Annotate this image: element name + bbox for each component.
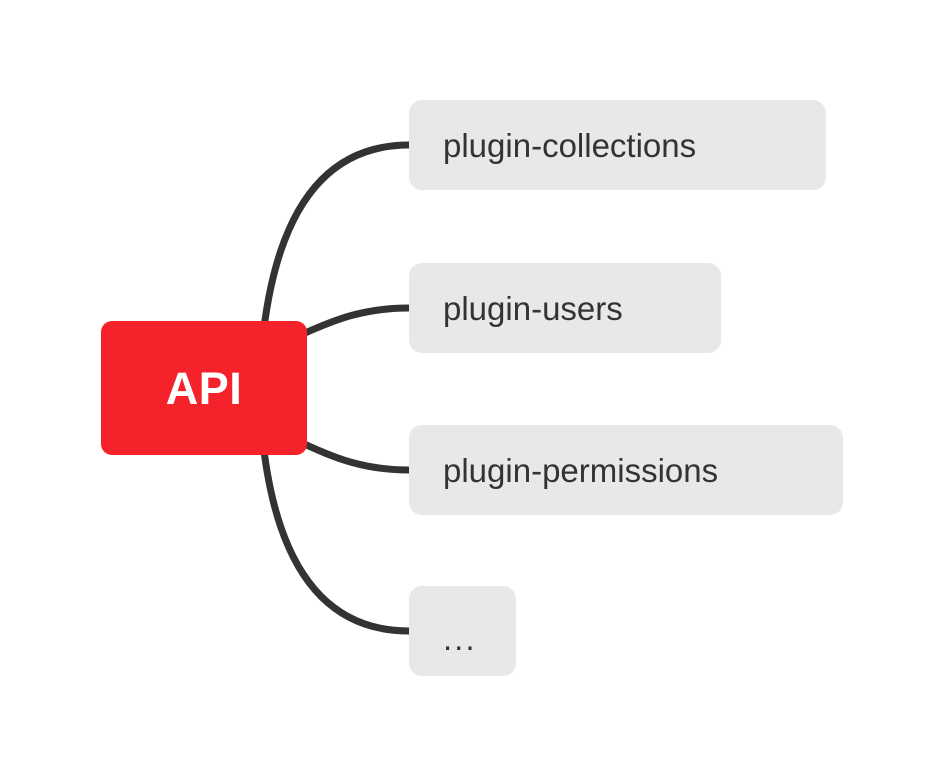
child-node-label: plugin-permissions xyxy=(443,451,719,489)
child-node-label: ... xyxy=(443,619,477,657)
child-node-label: plugin-users xyxy=(443,289,623,327)
child-node-label: plugin-collections xyxy=(443,126,697,164)
child-node-plugin-permissions[interactable]: plugin-permissions xyxy=(409,425,843,515)
root-node-api[interactable]: API xyxy=(101,321,307,455)
child-node-plugin-collections[interactable]: plugin-collections xyxy=(409,100,826,190)
child-node-more[interactable]: ... xyxy=(409,586,516,676)
root-node-label: API xyxy=(165,362,243,414)
child-node-plugin-users[interactable]: plugin-users xyxy=(409,263,721,353)
